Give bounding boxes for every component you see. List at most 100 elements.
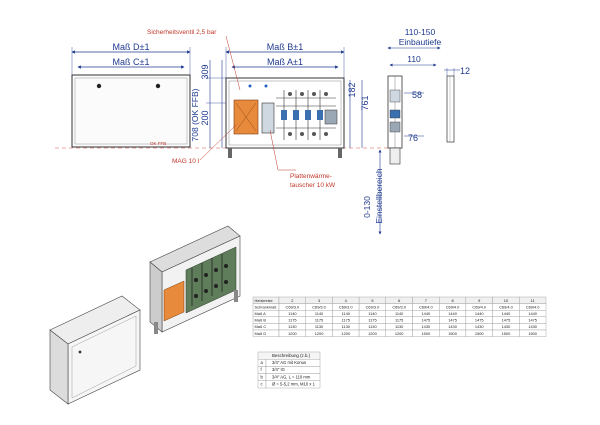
legend-title: Beschreibung (z.b.) (272, 353, 311, 358)
dimension-vertical-right: 182 761 (347, 80, 370, 148)
dimension-label: 110-150 (405, 27, 436, 37)
plate-heat-exchanger-label: tauscher 10 kW (290, 182, 336, 189)
table-value: C69/3.0 (366, 304, 380, 309)
table-value: 1175 (315, 318, 323, 323)
table-value: 1200 (315, 331, 324, 336)
dimension-label: 708 (OK FFB) (190, 88, 200, 141)
mag-label: MAG 10 l (172, 158, 200, 165)
dimension-label: 12 (460, 66, 470, 76)
table-value: 1430 (528, 324, 537, 329)
table-value: Maß D (255, 331, 267, 336)
dimension-label: 58 (412, 90, 422, 100)
safety-valve-label: Sicherheitsventil 2,5 bar (147, 29, 217, 36)
dimension-label: Einstellbereich (374, 168, 384, 224)
callout-plate-heat-exchanger: Plattenwärme- tauscher 10 kW (269, 129, 336, 189)
door-lock-icon (78, 350, 82, 354)
plate-heat-exchanger-label: Plattenwärme- (290, 173, 332, 180)
table-value: C69/4.0 (446, 304, 460, 309)
table-header: 9 (478, 298, 480, 303)
dimension-label: Einbautiefe (399, 37, 442, 47)
floor-reference-label: OK FFB (150, 141, 166, 146)
table-value: 1130 (395, 324, 404, 329)
dimension-label: 110 (407, 54, 421, 64)
table-value: 1130 (368, 324, 377, 329)
door-lock-icon (96, 83, 102, 89)
cabinet-isometric-open (149, 225, 241, 334)
table-value: 1130 (315, 324, 324, 329)
legend-key: a (261, 360, 264, 365)
table-value: 1140 (395, 311, 404, 316)
legend-value: Ø = 5-5,2 mm, M10 x 1 (272, 382, 316, 387)
table-value: 1430 (475, 324, 484, 329)
table-value: 1200 (395, 331, 404, 336)
table-value: 1140 (288, 311, 297, 316)
table-value: 1475 (448, 318, 457, 323)
table-value: 1440 (448, 311, 457, 316)
table-value: 1500 (502, 331, 511, 336)
table-value: C69/3.0 (392, 304, 406, 309)
table-value: 1430 (422, 324, 431, 329)
dimension-label: Maß B±1 (267, 42, 303, 52)
table-value: 1440 (422, 311, 431, 316)
table-value: C69/3.0 (312, 304, 326, 309)
table-value: 1200 (288, 331, 297, 336)
legend-key: b (261, 374, 264, 379)
table-header: 5 (371, 298, 373, 303)
dimension-side: 110-150 Einbautiefe 110 58 76 0-130 Eins… (362, 27, 442, 235)
table-value: Schrankmaß (255, 304, 278, 309)
dimension-label: 200 (200, 110, 210, 125)
table-value: 1475 (502, 318, 511, 323)
door-lock-icon (155, 83, 161, 89)
table-header: 10 (504, 298, 509, 303)
dimension-mass-c: Maß C±1 (77, 57, 185, 69)
cabinet-isometric-closed (49, 295, 141, 405)
table-value: 1140 (368, 311, 377, 316)
table-value: 1140 (315, 311, 324, 316)
dimension-label: Maß D±1 (113, 42, 150, 52)
callout-mag: MAG 10 l (172, 124, 237, 165)
table-value: 1440 (528, 311, 537, 316)
cabinet-side-view (387, 75, 403, 165)
table-value: 1500 (475, 331, 484, 336)
dimension-label: Maß A±1 (267, 57, 303, 67)
dimension-label: 761 (360, 95, 370, 110)
table-value: C69/4.0 (526, 304, 540, 309)
legend-value: 3/4" AG, L = 110 mm (272, 374, 311, 379)
table-value: 1475 (422, 318, 431, 323)
table-header: 3 (318, 298, 320, 303)
table-value: 1175 (395, 318, 403, 323)
legend-key: c (261, 382, 263, 387)
table-value: 1440 (502, 311, 511, 316)
table-value: 1475 (475, 318, 484, 323)
dimension-label: 0-130 (362, 196, 372, 218)
legend-key: f (261, 367, 263, 372)
table-value: 1430 (502, 324, 511, 329)
table-value: C69/3.0 (339, 304, 353, 309)
floor-reference-line: OK FFB (55, 141, 390, 149)
table-cell (519, 329, 547, 337)
dimension-mass-d: Maß D±1 (71, 42, 191, 75)
table-header: 11 (531, 298, 535, 303)
table-value: C69/3.0 (286, 304, 300, 309)
table-header: 8 (451, 298, 453, 303)
dimension-mass-b: Maß B±1 (225, 42, 345, 78)
table-value: C69/4.0 (419, 304, 433, 309)
table-value: 1200 (368, 331, 377, 336)
table-value: Maß B (255, 318, 267, 323)
expansion-vessel (163, 280, 185, 322)
dimension-label: Maß C±1 (113, 57, 150, 67)
dimension-mass-a: Maß A±1 (231, 57, 339, 69)
table-value: 1130 (288, 324, 297, 329)
dimension-label: 76 (408, 133, 418, 143)
door-profile-view: 12 (444, 66, 470, 143)
dimension-label: 309 (200, 64, 210, 79)
table-value: 1475 (528, 318, 537, 323)
cabinet-open-view (225, 77, 345, 158)
table-value: 1175 (342, 318, 350, 323)
table-value: Maß C (255, 324, 267, 329)
table-value: Maß A (255, 311, 267, 316)
table-header: 2 (291, 298, 293, 303)
table-value: 1200 (341, 331, 350, 336)
